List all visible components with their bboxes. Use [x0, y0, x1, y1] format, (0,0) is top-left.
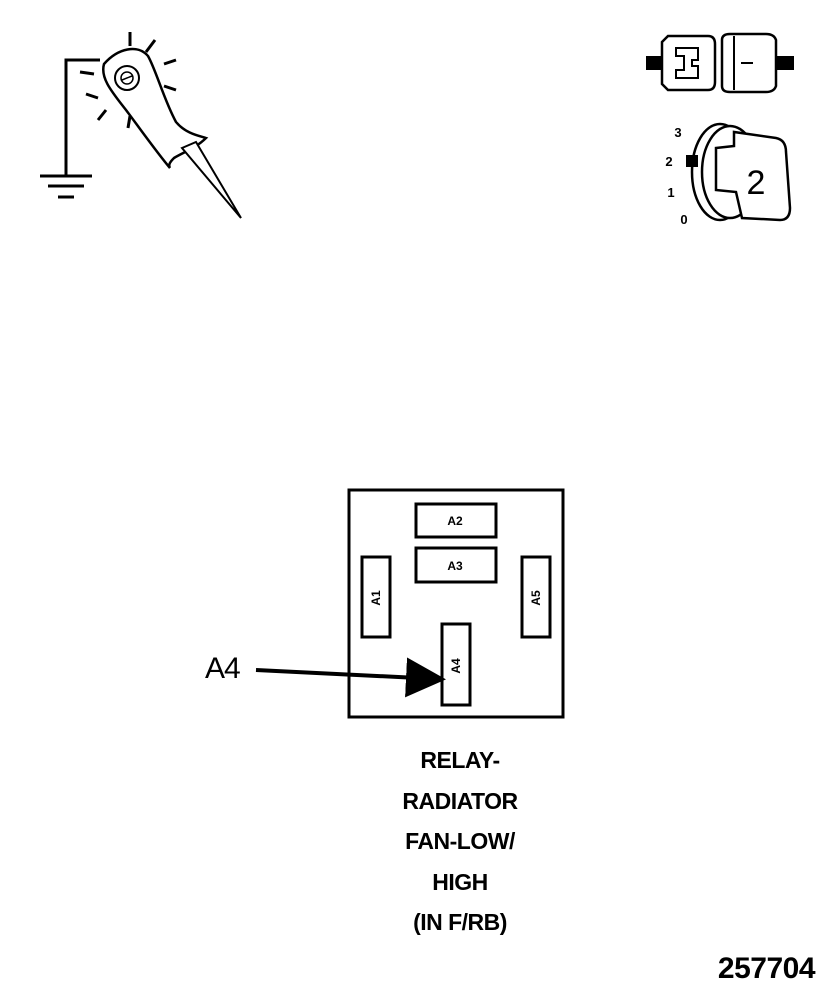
- relay-caption: RELAY- RADIATOR FAN-LOW/ HIGH (IN F/RB): [330, 740, 590, 943]
- callout-label: A4: [205, 652, 241, 685]
- relay-connector: A2 A3 A1 A5 A4: [347, 488, 565, 719]
- ground-symbol-icon: [40, 174, 92, 199]
- callout-arrow: [255, 657, 446, 698]
- terminal-a3: [414, 546, 498, 584]
- caption-line: FAN-LOW/: [405, 828, 515, 854]
- test-light-icon: [40, 32, 242, 219]
- ignition-key-icon: 2 3 2 1 0: [665, 122, 792, 227]
- caption-line: RELAY-: [420, 747, 500, 773]
- ignition-position-2: 2: [665, 154, 672, 169]
- figure-number: 257704: [717, 952, 816, 985]
- terminal-a2-label: A2: [447, 514, 463, 528]
- terminal-a1: [360, 555, 392, 639]
- caption-line: RADIATOR: [402, 787, 518, 814]
- terminal-a5: [520, 555, 552, 639]
- connector-disconnected-icon: [646, 32, 794, 94]
- ignition-position-0: 0: [680, 212, 687, 227]
- terminal-a5-label: A5: [529, 590, 543, 606]
- ignition-position-3: 3: [674, 125, 681, 140]
- terminal-a3-label: A3: [447, 559, 463, 573]
- ignition-position-1: 1: [667, 185, 674, 200]
- terminal-a4-label: A4: [449, 658, 463, 674]
- terminal-a1-label: A1: [369, 590, 383, 606]
- caption-line: (IN F/RB): [413, 909, 507, 935]
- terminal-a2: [414, 502, 498, 539]
- ignition-key-label: 2: [747, 164, 766, 202]
- caption-line: HIGH: [432, 868, 488, 895]
